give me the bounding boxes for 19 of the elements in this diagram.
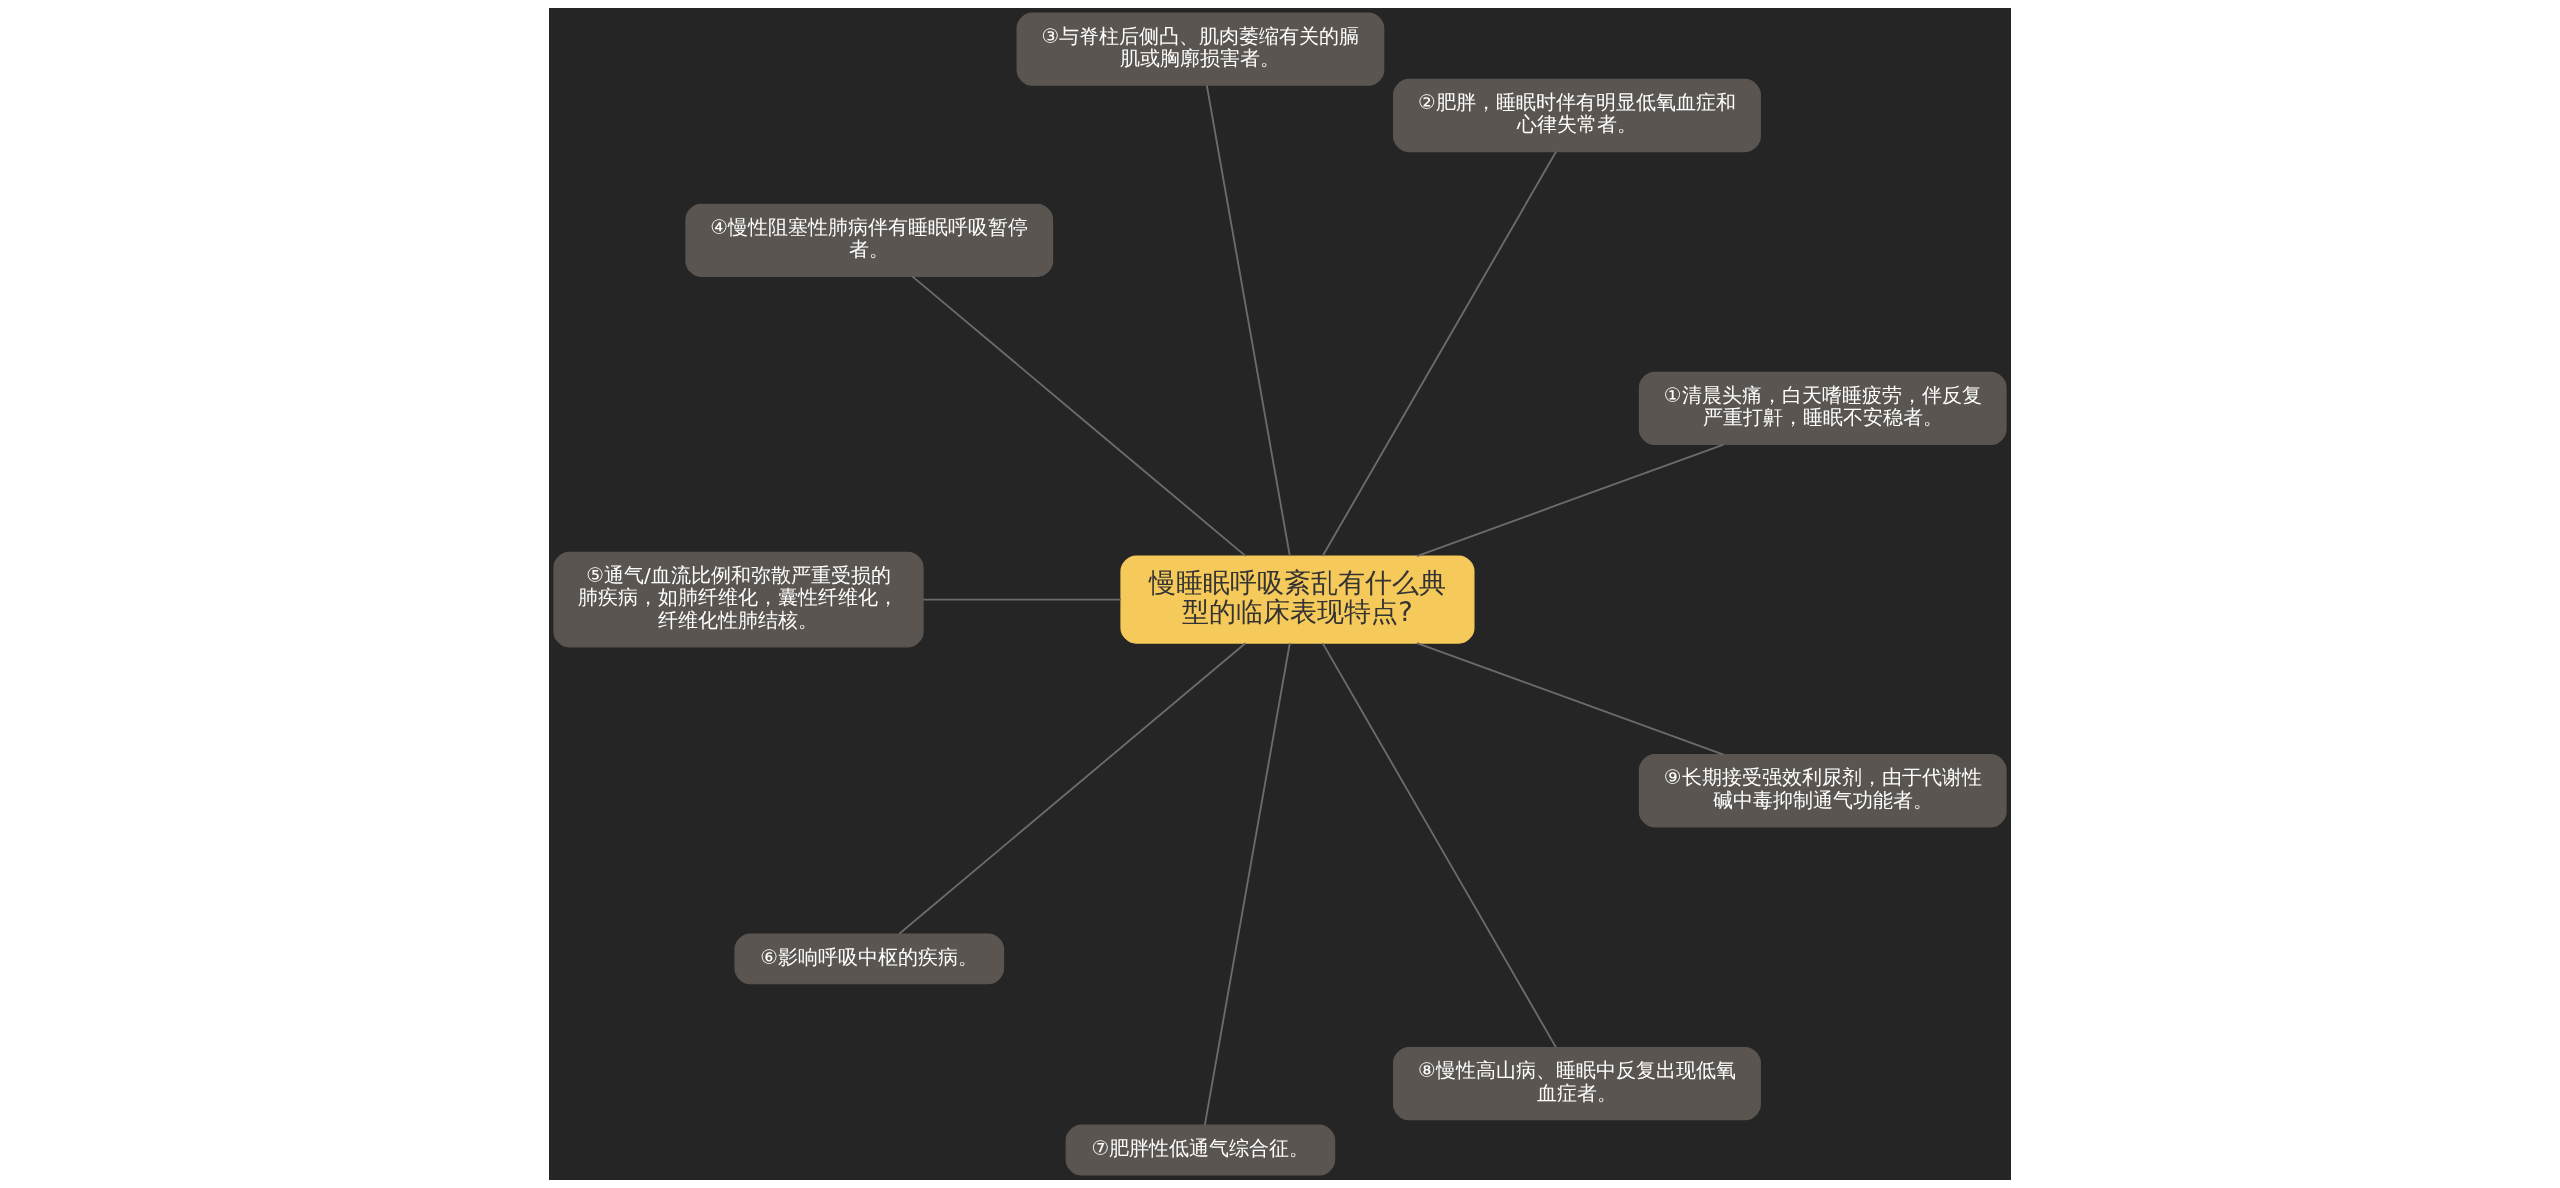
node-box: ④慢性阻塞性肺病伴有睡眠呼吸暂停者。	[685, 203, 1054, 277]
node-box: ⑦肥胖性低通气综合征。	[1065, 1124, 1336, 1176]
node-box: ②肥胖，睡眠时伴有明显低氧血症和心律失常者。	[1393, 78, 1761, 153]
node-box: ⑨长期接受强效利尿剂，由于代谢性碱中毒抑制通气功能者。	[1638, 754, 2007, 828]
connector	[1321, 150, 1557, 557]
connector	[1205, 84, 1291, 557]
connector	[1416, 642, 1725, 756]
connector	[1203, 642, 1291, 1126]
node-box: ⑤通气/血流比例和弥散严重受损的肺疾病，如肺纤维化，囊性纤维化，纤维化性肺结核。	[553, 551, 924, 648]
connector	[1416, 443, 1725, 557]
connector	[898, 642, 1247, 935]
connector	[911, 275, 1247, 557]
node-box: ⑧慢性高山病、睡眠中反复出现低氧血症者。	[1393, 1047, 1761, 1121]
connector	[1321, 642, 1557, 1049]
node-box: 慢睡眠呼吸紊乱有什么典型的临床表现特点?	[1120, 555, 1475, 644]
node-box: ③与脊柱后侧凸、肌肉萎缩有关的膈肌或胸廓损害者。	[1016, 12, 1385, 86]
node-box: ⑥影响呼吸中枢的疾病。	[734, 933, 1005, 985]
connector	[922, 598, 1122, 601]
node-box: ①清晨头痛，白天嗜睡疲劳，伴反复严重打鼾，睡眠不安稳者。	[1638, 371, 2007, 446]
